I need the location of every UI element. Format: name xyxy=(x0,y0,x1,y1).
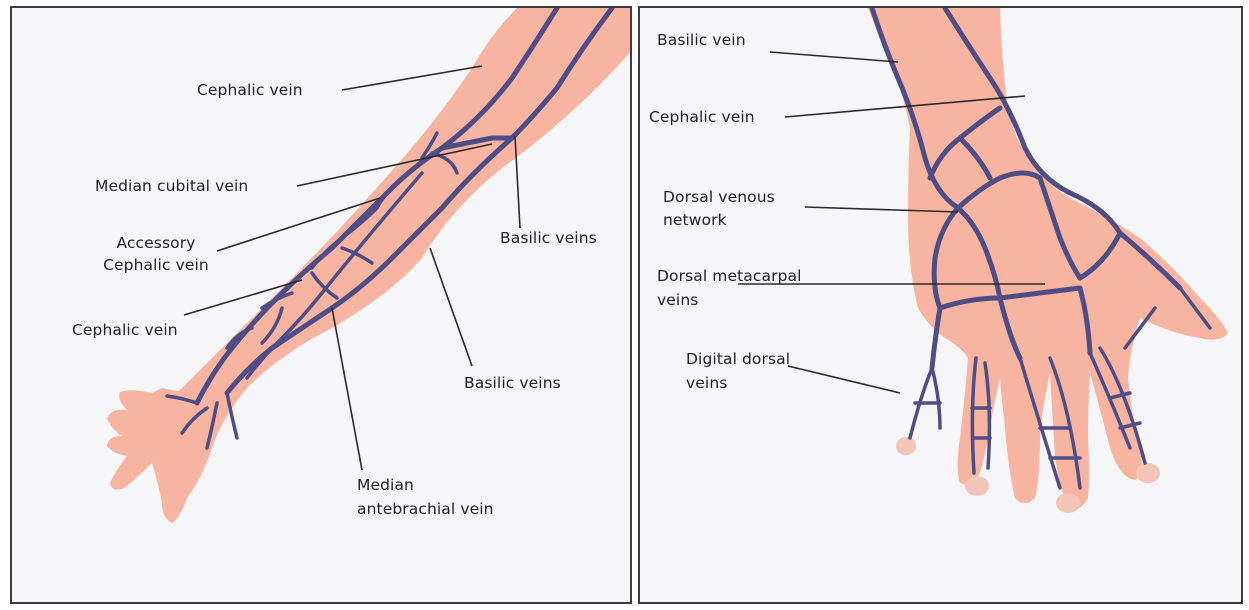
label-accessory-cephalic-line1: Accessory xyxy=(96,232,216,254)
label-accessory-cephalic-line2: Cephalic vein xyxy=(96,254,216,276)
leader-basilic-vein xyxy=(770,52,898,62)
label-basilic-veins-upper: Basilic veins xyxy=(500,227,597,249)
leader-digital-dorsal-veins xyxy=(788,366,900,393)
leader-basilic-lower xyxy=(430,248,472,366)
label-basilic-vein: Basilic vein xyxy=(657,29,746,51)
hand-silhouette xyxy=(868,8,1228,513)
label-cephalic-vein: Cephalic vein xyxy=(649,106,755,128)
label-median-cubital-vein: Median cubital vein xyxy=(95,175,248,197)
arm-diagram-panel: Cephalic vein Median cubital vein Access… xyxy=(10,6,632,604)
fingertip-1 xyxy=(896,437,916,455)
label-dorsal-metacarpal-line1: Dorsal metacarpal xyxy=(657,264,802,288)
wrist-and-hand-shape xyxy=(868,8,1228,509)
label-dorsal-venous-line1: Dorsal venous xyxy=(663,186,775,209)
fingertip-4 xyxy=(1136,463,1160,483)
hand-diagram-panel: Basilic vein Cephalic vein Dorsal venous… xyxy=(638,6,1243,604)
label-digital-dorsal-veins: Digital dorsal veins xyxy=(686,347,790,395)
label-cephalic-vein-lower: Cephalic vein xyxy=(72,319,178,341)
label-median-antebrachial-line1: Median xyxy=(357,473,494,497)
label-median-antebrachial-vein: Median antebrachial vein xyxy=(357,473,494,521)
label-dorsal-metacarpal-line2: veins xyxy=(657,288,802,312)
label-dorsal-venous-network: Dorsal venous network xyxy=(663,186,775,232)
fingertip-2 xyxy=(965,476,989,496)
label-accessory-cephalic-vein: Accessory Cephalic vein xyxy=(96,232,216,276)
label-digital-dorsal-line1: Digital dorsal xyxy=(686,347,790,371)
label-digital-dorsal-line2: veins xyxy=(686,371,790,395)
label-basilic-veins-lower: Basilic veins xyxy=(464,372,561,394)
fingertip-3 xyxy=(1056,493,1080,513)
label-dorsal-metacarpal-veins: Dorsal metacarpal veins xyxy=(657,264,802,312)
label-dorsal-venous-line2: network xyxy=(663,209,775,232)
arm-illustration xyxy=(12,8,632,604)
leader-median-antebrachial xyxy=(332,308,362,470)
label-cephalic-vein-upper: Cephalic vein xyxy=(197,79,303,101)
hand-shape xyxy=(107,388,212,523)
label-median-antebrachial-line2: antebrachial vein xyxy=(357,497,494,521)
